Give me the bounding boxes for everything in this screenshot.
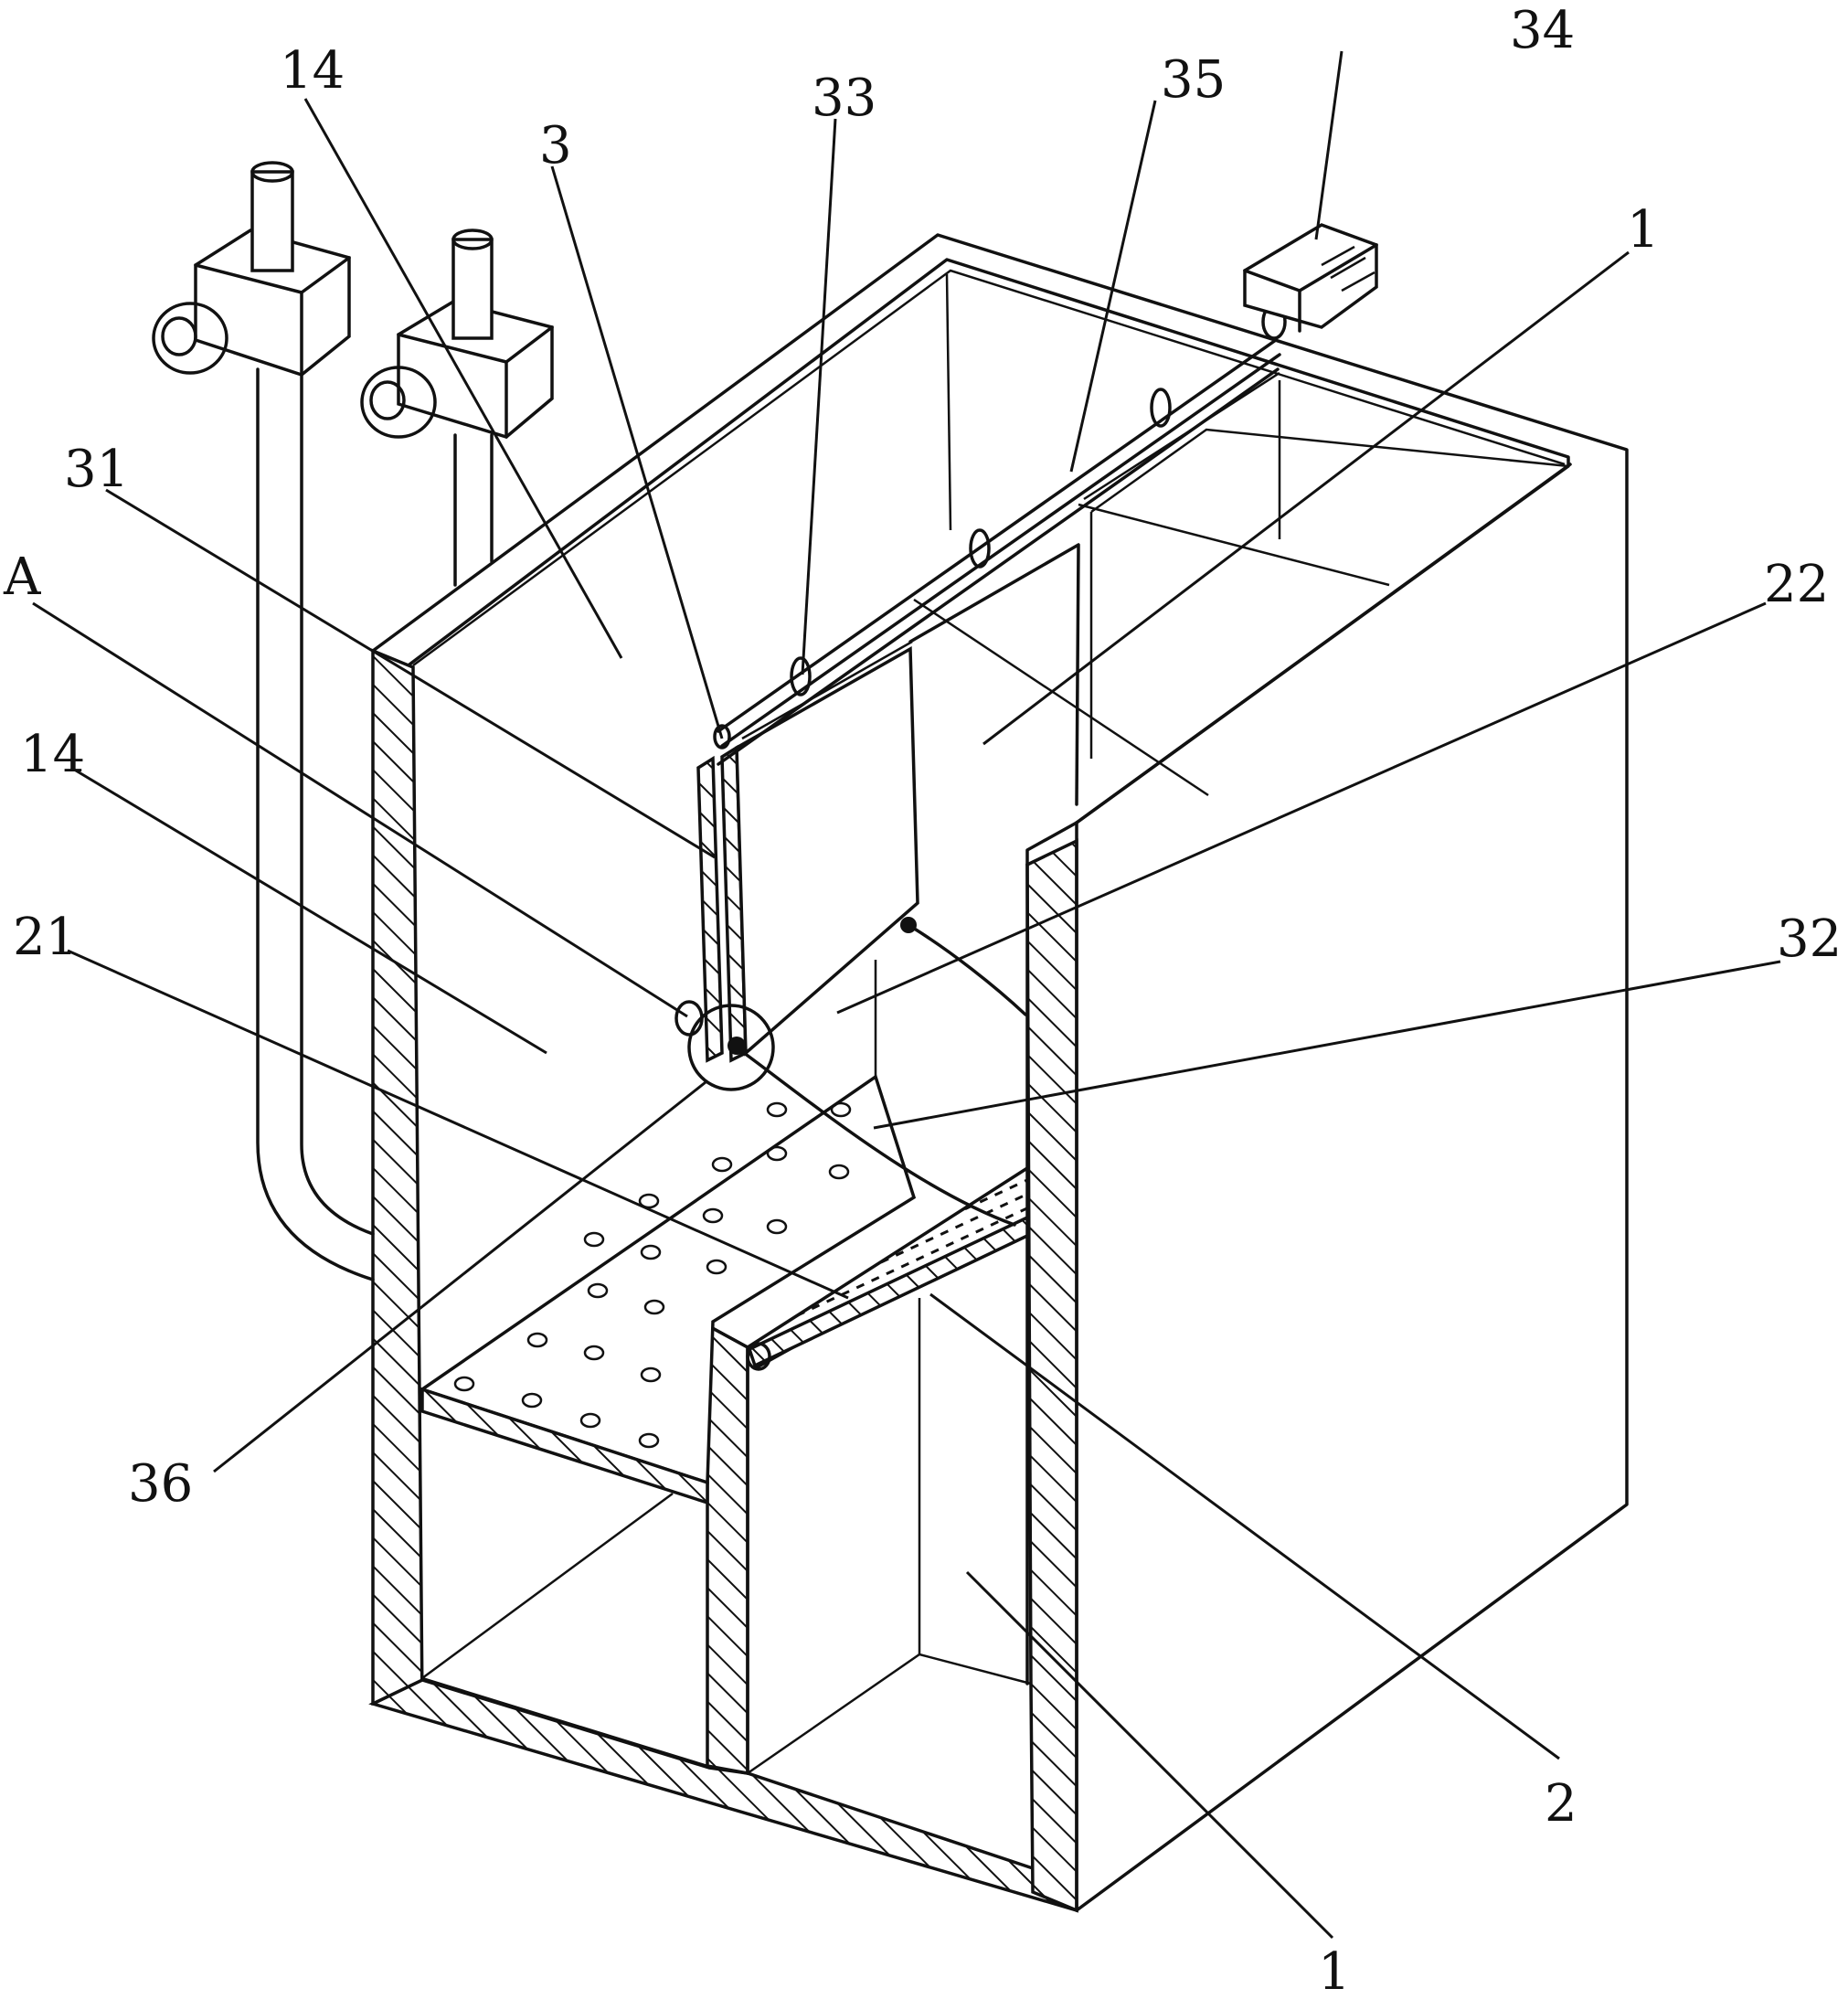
label-22: 22 [1764,555,1829,614]
label-32: 32 [1777,909,1842,969]
label-33: 33 [812,69,876,128]
inclined-screen-frame [747,1215,1029,1368]
leader-34 [1314,50,1344,240]
coupling-right [1150,388,1172,428]
belt-node-lower [728,1037,746,1055]
hanging-plate-top [741,640,913,740]
leader-32 [873,960,1781,1130]
compartment-divider-1 [913,598,1209,797]
hanging-plate [735,646,919,1057]
label-21: 21 [13,908,78,967]
compartment-back [1090,428,1569,514]
shaft-lower-line [720,353,1281,748]
label-35: 35 [1161,50,1226,110]
belt-22 [907,923,1027,1016]
perforated-plate-edge [420,1387,709,1505]
sorting-compartments [908,371,1569,806]
leader-21 [67,949,849,1300]
housing-right-top-edge [1075,463,1572,824]
leader-36 [213,1080,706,1473]
compartment-front [908,543,1080,806]
housing-rim-inner-line [412,269,1566,667]
right-chamber-floor [747,1653,1032,1775]
leader-3 [550,165,724,739]
belt-node-upper [900,917,917,933]
housing-right-wall-cap [1025,821,1078,867]
label-2: 2 [1545,1774,1577,1834]
left-chamber-floor-diagonal [421,1492,674,1680]
sieve-assembly [419,1074,1029,1505]
left-chamber-floor [421,1676,708,1768]
motor-fin-3 [1341,271,1375,292]
motor-fin-1 [1321,245,1355,267]
guide-plate-left [696,755,724,1063]
pulley-A [674,1000,704,1037]
leader-22 [836,601,1767,1015]
labels: 34 14 33 35 3 1 31 A 22 14 21 32 36 2 1 [3,1,1842,1999]
leader-1-bottom [965,1570,1334,1940]
pump-right-gear [360,366,437,439]
shaft-upper-line [717,338,1278,733]
label-34: 34 [1510,1,1575,60]
detail-circle-A [687,1004,775,1091]
leader-14-top [303,98,623,659]
leader-35 [1069,100,1157,473]
leader-33 [801,118,837,675]
pipe-left-inner [300,373,375,1236]
central-partition [706,1323,749,1776]
leader-1-top [982,250,1630,746]
compartment-divider-2 [1078,503,1390,587]
label-14-mid: 14 [20,725,85,784]
coupling-33 [790,656,812,696]
leader-14-mid [70,766,547,1055]
coupling-mid [969,528,991,569]
pump-left-inlet [250,170,294,272]
pump-left-gear [152,302,228,375]
leader-2 [929,1292,1560,1760]
plate-holes [453,1101,852,1449]
label-31: 31 [64,440,129,499]
housing-left-wall [371,648,424,1706]
pipe-left-outer [256,367,375,1281]
shaft-end-left [713,724,731,750]
leader-A [32,601,688,1018]
screen-hinge [746,1342,771,1371]
housing-back-corner [945,273,952,531]
label-1-top: 1 [1627,200,1660,260]
motor-34 [1243,223,1378,329]
leader-31 [105,488,716,859]
label-14-top: 14 [280,41,345,101]
housing-right-wall [1025,838,1078,1913]
compartment-divider-3 [1083,371,1280,501]
label-36: 36 [128,1454,193,1514]
leader-lines [32,50,1781,1940]
label-A: A [3,548,41,607]
label-1-bottom: 1 [1318,1942,1351,1994]
housing-outer-edge [371,233,1629,1912]
motor-fin-2 [1330,256,1366,280]
pump-assembly [152,161,554,1281]
label-3: 3 [539,116,572,175]
housing [368,233,1629,1913]
pump-right-inlet [451,238,494,340]
